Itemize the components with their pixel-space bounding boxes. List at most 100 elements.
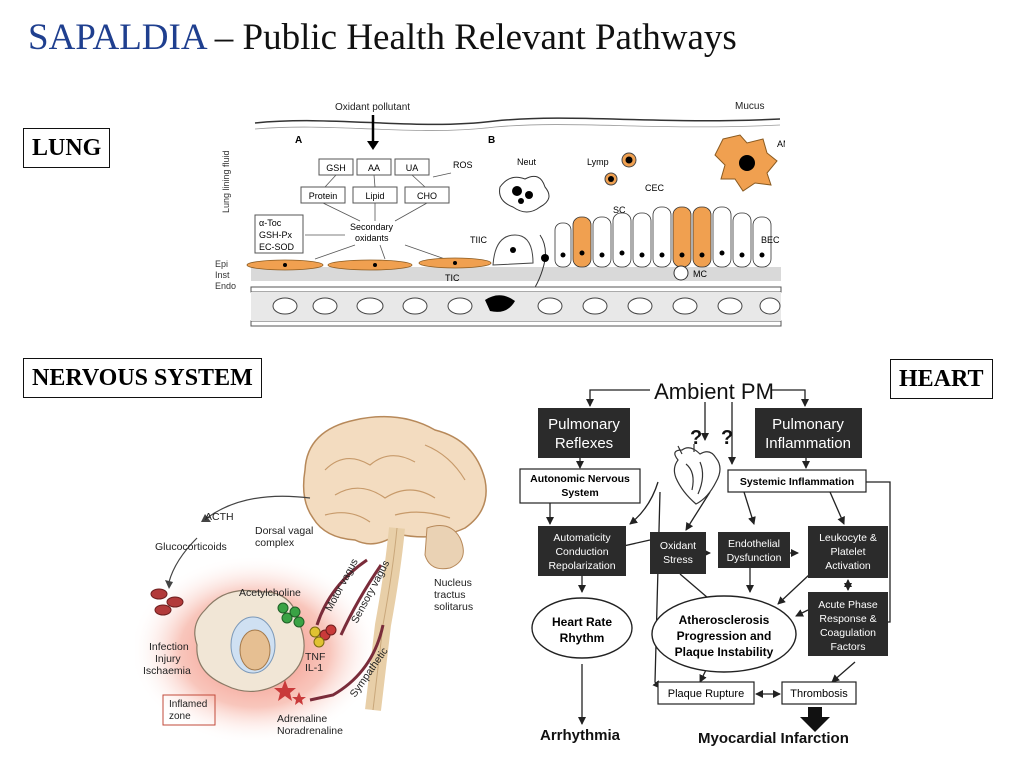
myocardial-infarction-label: Myocardial Infarction [698,730,849,747]
brain [302,415,487,545]
atherosclerosis-label-3: Plaque Instability [675,645,774,659]
oxidant-stress-label-1: Oxidant [660,540,696,552]
il1-label: IL-1 [305,662,323,674]
acute-phase-label-4: Factors [830,641,865,653]
ros-label: ROS [453,160,473,170]
acetylcholine-molecules [277,602,305,628]
question-mark-2: ? [721,427,733,449]
nucleus-label-2: tractus [434,589,466,601]
mc-label: MC [693,269,707,279]
title-accent: SAPALDIA [28,17,206,58]
neut-label: Neut [517,157,537,167]
glucocorticoid-arrow [168,537,198,583]
systemic-inflammation-label: Systemic Inflammation [740,476,854,488]
aa-label: AA [368,163,380,173]
sensory-vagus-fiber [339,564,383,636]
acth-label: ACTH [205,511,234,523]
adrenaline-label: Adrenaline [277,713,327,725]
layer-endo: Endo [215,281,236,291]
brain-folds [324,444,466,523]
tic-label: TIC [445,273,460,283]
antioxidant-row: GSH AA UA [318,158,430,176]
leukocyte-label-1: Leukocyte & [819,532,877,544]
enzyme-gshpx: GSH-Px [259,230,293,240]
nucleus-label-1: Nucleus [434,577,472,589]
gsh-label: GSH [326,163,346,173]
plaque-rupture-label: Plaque Rupture [668,688,744,700]
lipid-label: Lipid [365,191,384,201]
leukocyte-label-3: Activation [825,560,871,572]
cec-label: CEC [645,183,665,193]
acute-phase-label-3: Coagulation [820,627,876,639]
leukocyte-label-2: Platelet [830,546,865,558]
enzyme-atoc: α-Toc [259,218,282,228]
systemic-inflammation-box [727,469,867,493]
lung-figure: Oxidant pollutant Mucus A B Lung lining … [215,101,785,327]
pulmonary-inflammation-label-2: Inflammation [765,435,851,452]
acute-phase-box [808,592,888,656]
heart-pathway-diagram: Ambient PM Pulmonary Reflexes Pulmonary … [519,379,891,747]
cho-label: CHO [417,191,437,201]
endothelium-bottom [250,320,782,327]
infection-label: Infection [149,641,189,653]
thrombosis-label: Thrombosis [790,688,848,700]
automaticity-label-1: Automaticity [553,532,611,544]
pulmonary-reflexes-box [538,408,630,458]
atherosclerosis-label-1: Atherosclerosis [679,613,770,627]
mucus-label: Mucus [735,101,764,112]
layer-epi: Epi [215,259,228,269]
substrate-row: Protein Lipid CHO [300,186,450,204]
heart-label: HEART [890,359,993,399]
question-mark-1: ? [690,427,702,449]
cell-nucleus [239,629,271,671]
secondary-label-2: oxidants [355,233,389,243]
panel-a-letter: A [295,135,302,146]
pulmonary-inflammation-box [755,408,862,458]
acute-phase-label-2: Response & [819,613,876,625]
layer-inst: Inst [215,270,230,280]
arrhythmia-label: Arrhythmia [540,727,621,744]
atherosclerosis-ellipse [651,595,797,673]
oxidant-stress-label-2: Stress [663,554,693,566]
oxidant-stress-box [650,532,706,574]
mucus-line-lower [254,124,781,131]
adrenaline-stars [274,680,306,705]
endothelial-box [718,532,790,568]
glucocorticoid-molecules [150,588,184,616]
mi-arrow [800,707,830,732]
inflamed-label-2: zone [169,711,191,722]
panel-b-letter: B [488,135,495,146]
migrating-neutrophil [485,295,515,312]
bec-label: BEC [761,235,780,245]
lymp-label: Lymp [587,157,609,167]
nervous-system-figure: ACTH Glucocorticoids Dorsal vagal comple… [135,415,487,740]
nervous-system-label: NERVOUS SYSTEM [23,358,262,398]
lining-fluid-label: Lung lining fluid [221,150,231,213]
heart-rate-ellipse [531,597,633,659]
pulmonary-reflexes-label-2: Reflexes [555,435,613,452]
plaque-rupture-box [657,681,755,705]
oxidant-label: Oxidant pollutant [335,102,410,113]
automaticity-box [538,526,626,576]
pulmonary-reflexes-label-1: Pulmonary [548,416,620,433]
endothelium-top [250,286,782,293]
ans-label-2: System [561,487,598,499]
endothelial-label-1: Endothelial [728,538,780,550]
acth-arrow [206,495,311,519]
cerebellum [424,525,464,570]
ua-label: UA [406,163,419,173]
leukocyte-box [808,526,888,578]
pulmonary-inflammation-label-1: Pulmonary [772,416,844,433]
injury-label: Injury [155,653,181,665]
ans-box [519,468,641,504]
am-label: AM [777,139,785,149]
interstitium-band [251,267,781,281]
red-blood-cells [272,297,781,315]
heart-rate-label-2: Rhythm [560,631,605,645]
thrombosis-box [781,681,857,705]
dorsal-vagal-label-2: complex [255,537,295,549]
automaticity-label-2: Conduction [555,546,608,558]
ischaemia-label: Ischaemia [143,665,191,677]
nucleus-label-3: solitarus [434,601,473,613]
ans-label-1: Autonomic Nervous [530,473,630,485]
